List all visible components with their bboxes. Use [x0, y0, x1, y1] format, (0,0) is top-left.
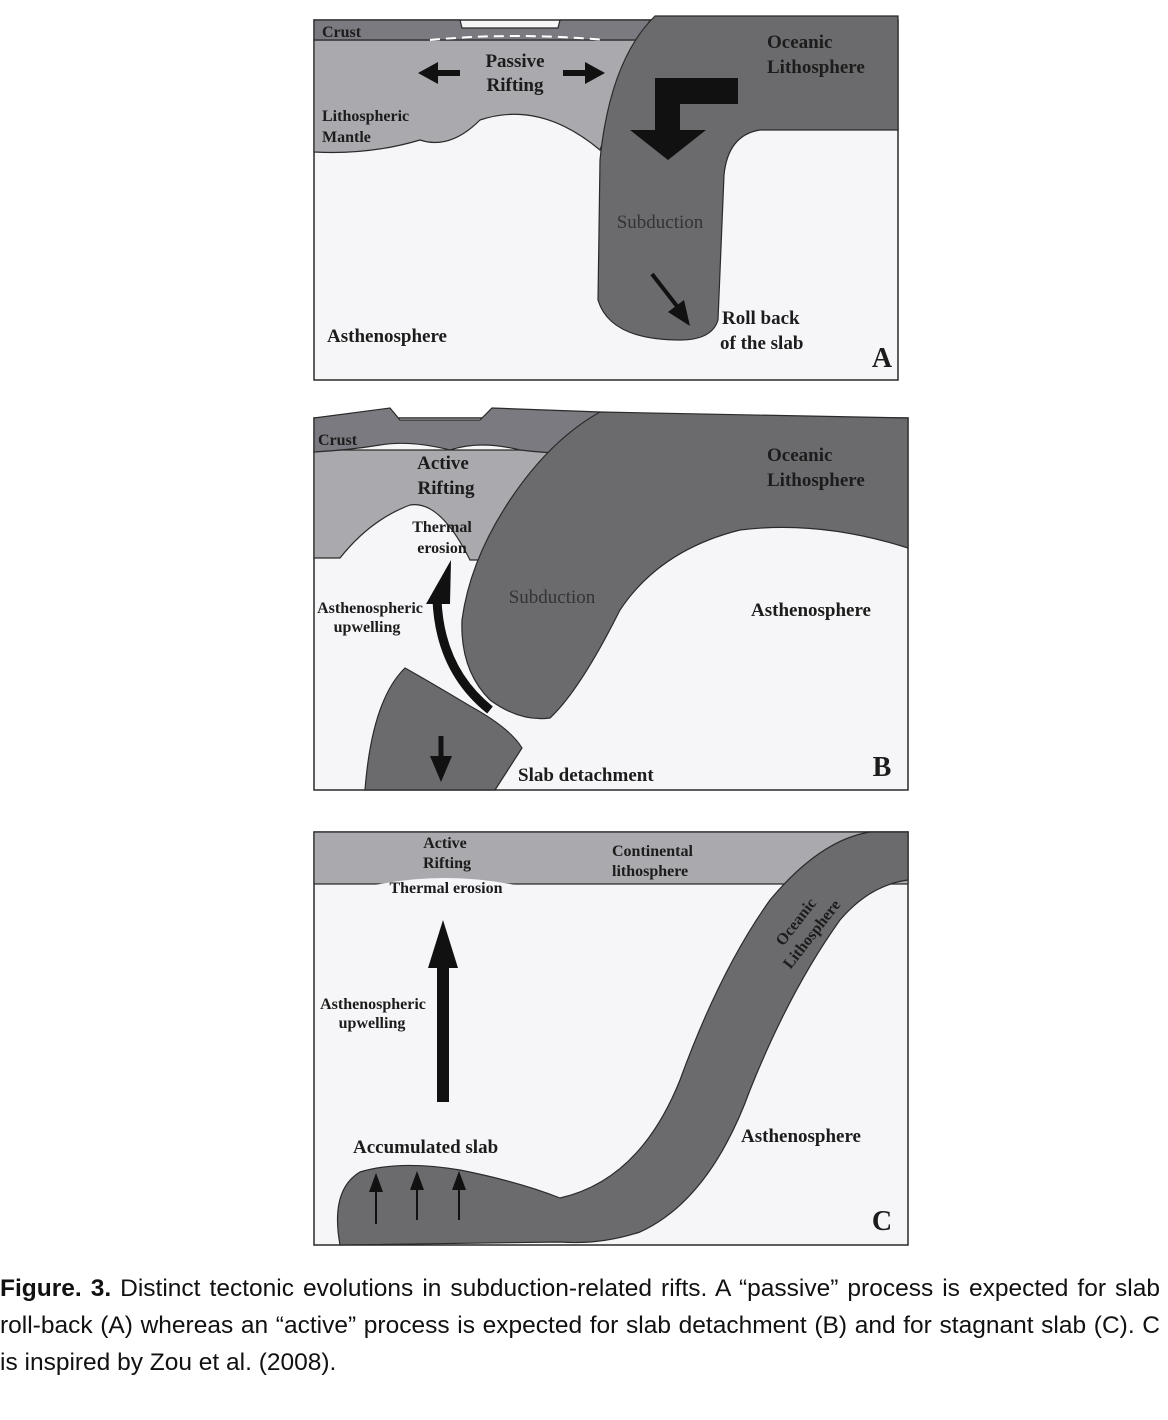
panel-b-oceanic-label-2: Lithosphere	[767, 470, 865, 491]
panel-b-asthenosphere-label: Asthenosphere	[751, 600, 871, 621]
panel-a-subduction-label: Subduction	[617, 212, 704, 233]
panel-b-upwelling-label-2: upwelling	[334, 619, 401, 636]
panel-c-letter: C	[872, 1206, 892, 1237]
panel-a-lithospheric-mantle	[313, 39, 641, 154]
panel-a-asthenosphere-label: Asthenosphere	[327, 326, 447, 347]
panel-a: Crust Passive Rifting Lithospheric Mantl…	[313, 15, 899, 381]
panel-c-upwelling-label-2: upwelling	[339, 1015, 406, 1032]
panel-a-crust	[313, 19, 651, 41]
panel-a-rollback-label-1: Roll back	[722, 308, 800, 329]
panel-a-crust-label: Crust	[322, 24, 362, 41]
panel-b-subduction-label: Subduction	[509, 587, 596, 608]
panel-b-upwelling-arrow-shaft	[432, 599, 493, 714]
panel-c-active-label-1: Active	[423, 835, 467, 852]
panel-b-letter: B	[873, 752, 892, 783]
panel-b: Crust Active Rifting Thermal erosion Oce…	[313, 407, 909, 791]
panel-b-thermal-label-1: Thermal	[412, 519, 472, 536]
panel-b-active-label-2: Rifting	[418, 478, 476, 499]
panel-c-upwelling-arrow-head	[428, 920, 458, 968]
figure-caption-text: Distinct tectonic evolutions in subducti…	[0, 1275, 1160, 1376]
panel-c-continental-label-2: lithosphere	[612, 863, 688, 880]
panel-a-oceanic-label-2: Lithosphere	[767, 57, 865, 78]
panel-c-continental-label-1: Continental	[612, 843, 693, 860]
panel-a-letter: A	[872, 343, 893, 374]
panel-c-small-arrow-1-head	[369, 1173, 383, 1192]
panel-a-rollback-arrow-head	[668, 300, 690, 326]
panel-b-upwelling-label-1: Asthenospheric	[317, 600, 423, 617]
panel-c: Active Rifting Thermal erosion Continent…	[313, 831, 909, 1246]
panel-b-oceanic-slab	[461, 411, 909, 720]
panel-a-rollback-label-2: of the slab	[720, 333, 803, 354]
panel-a-subduction-arrow	[630, 78, 738, 160]
panel-b-oceanic-label-1: Oceanic	[767, 445, 832, 466]
panel-c-lithosphere	[313, 831, 909, 885]
panel-b-active-label-1: Active	[417, 453, 469, 474]
tectonic-diagram: Crust Passive Rifting Lithospheric Mantl…	[313, 15, 909, 1246]
panel-b-sinking-arrow-head	[430, 756, 452, 782]
panel-a-passive-label-2: Rifting	[487, 75, 545, 96]
panel-a-rift-thinning	[429, 35, 606, 41]
panel-a-mantle-label-2: Mantle	[322, 129, 371, 146]
panel-b-thermal-label-2: erosion	[417, 540, 467, 557]
figure-caption-label: Figure. 3.	[0, 1275, 112, 1302]
panel-c-upwelling-label-1: Asthenospheric	[320, 996, 426, 1013]
panel-b-upwelling-arrow-head	[426, 560, 451, 604]
panel-c-thermal-erosion	[370, 878, 520, 886]
panel-a-rift-arrow-right	[563, 62, 605, 84]
panel-b-detachment-label: Slab detachment	[518, 765, 654, 786]
panel-c-accumulated-label: Accumulated slab	[353, 1137, 498, 1158]
panel-c-oceanic-slab	[336, 831, 909, 1246]
panel-a-rollback-arrow-shaft	[650, 272, 682, 312]
panel-c-active-label-2: Rifting	[423, 855, 471, 872]
panel-c-upwelling-arrow-shaft	[437, 964, 449, 1102]
panel-b-crust-label: Crust	[318, 432, 358, 449]
panel-a-mantle-label-1: Lithospheric	[322, 108, 409, 125]
panel-a-passive-label-1: Passive	[485, 51, 544, 72]
panel-a-oceanic-label-1: Oceanic	[767, 32, 832, 53]
panel-b-detached-slab	[364, 667, 523, 791]
panel-c-small-arrow-3-head	[452, 1171, 466, 1190]
figure-caption: Figure. 3. Distinct tectonic evolutions …	[0, 1270, 1160, 1381]
panel-c-thermal-label: Thermal erosion	[389, 880, 502, 897]
panel-a-rift-arrow-left	[418, 62, 460, 84]
panel-c-small-arrow-2-head	[410, 1171, 424, 1190]
panel-c-asthenosphere-label: Asthenosphere	[741, 1126, 861, 1147]
